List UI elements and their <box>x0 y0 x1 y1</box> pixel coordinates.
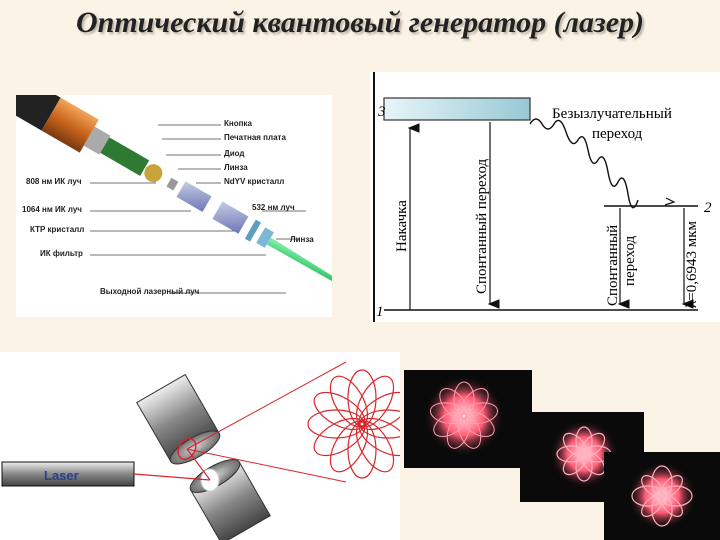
wavelength-label: λ=0,6943 мкм <box>684 220 700 308</box>
circuit-board <box>100 137 149 176</box>
energy-level-drawing: 3 2 1 Накачка Спонтанный переход Безызлу… <box>370 72 720 322</box>
label-output: Выходной лазерный луч <box>100 287 199 296</box>
ir-filter <box>245 220 261 242</box>
label-ir808: 808 нм ИК луч <box>26 177 81 186</box>
laser-pointer-diagram: Кнопка Печатная плата Диод Линза NdYV кр… <box>16 95 332 317</box>
label-ktp: КТР кристалл <box>30 225 84 234</box>
pattern-photo-1-drawing <box>404 370 532 468</box>
ktp-crystal <box>212 201 248 233</box>
nonrad-label-2: переход <box>592 126 643 142</box>
label-pcb: Печатная плата <box>224 133 286 142</box>
ndyv-crystal <box>177 181 212 212</box>
pattern-photo-3-drawing <box>604 452 720 540</box>
label-lens-2: Линза <box>290 235 314 244</box>
energy-level-diagram: 3 2 1 Накачка Спонтанный переход Безызлу… <box>370 72 720 322</box>
spont-long-label: Спонтанный переход <box>474 158 490 294</box>
lens-1 <box>166 178 178 191</box>
label-ir-filter: ИК фильтр <box>40 249 83 258</box>
pump-label: Накачка <box>394 200 410 252</box>
level-2-label: 2 <box>704 200 712 216</box>
pattern-photo-3 <box>604 452 720 540</box>
laser-mirror-illustration <box>0 352 400 540</box>
label-green532: 532 нм луч <box>252 203 295 212</box>
nonrad-label-1: Безызлучательный <box>552 106 672 122</box>
label-diode: Диод <box>224 149 244 158</box>
pattern-photo-1 <box>404 370 532 468</box>
level-1-label: 1 <box>376 304 384 320</box>
rosette-pattern <box>308 370 400 478</box>
label-button: Кнопка <box>224 119 252 128</box>
motor-top <box>137 375 224 471</box>
label-lens-1: Линза <box>224 163 248 172</box>
label-ndyv-crystal: NdYV кристалл <box>224 177 284 186</box>
level-3-bar <box>384 98 530 120</box>
spont-short-label-1: Спонтанный <box>605 225 621 306</box>
laser-mirror-setup: Laser <box>0 352 400 540</box>
spont-short-label-2: переход <box>622 235 638 286</box>
output-beam <box>267 238 332 289</box>
laser-label: Laser <box>44 468 79 483</box>
label-ir1064: 1064 нм ИК луч <box>22 205 82 214</box>
motor-bottom <box>186 453 270 540</box>
page-title: Оптический квантовый генератор (лазер) <box>0 6 720 40</box>
level-3-label: 3 <box>377 104 386 120</box>
